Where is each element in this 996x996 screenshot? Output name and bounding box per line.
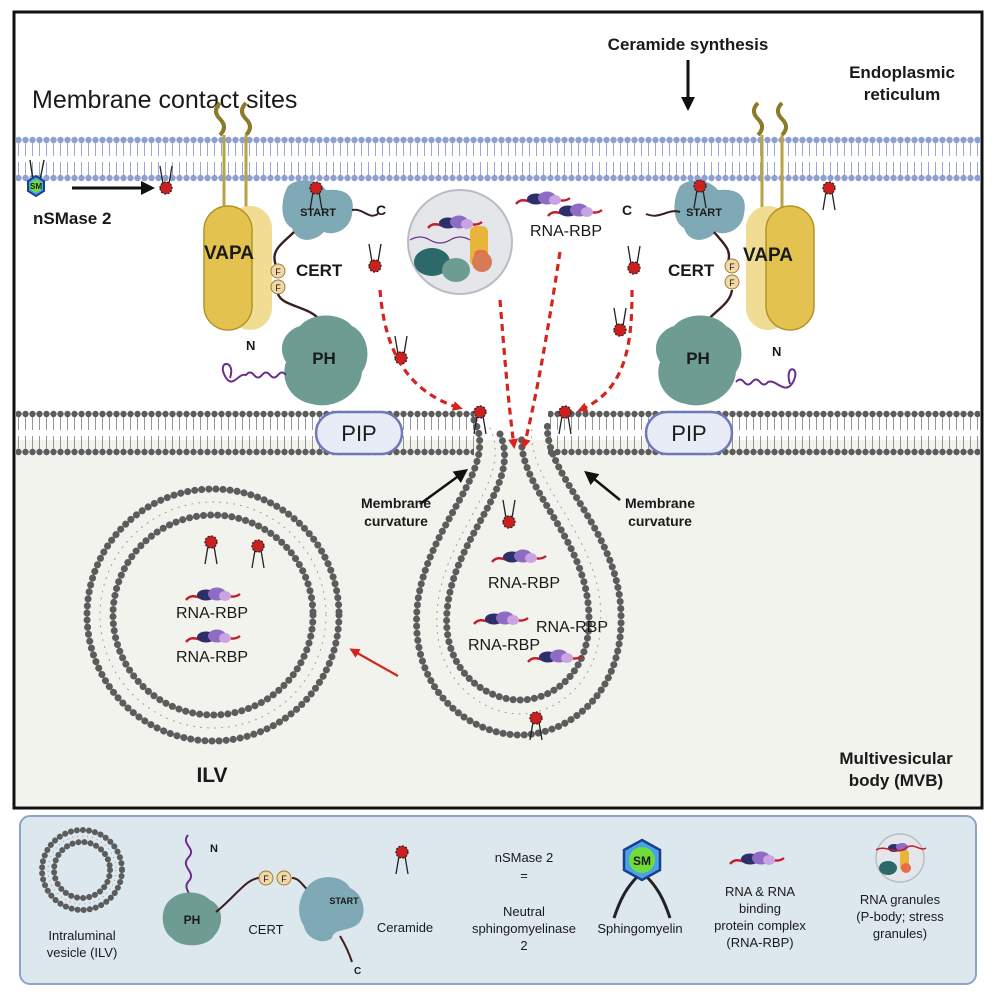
ff-right-1: F <box>729 262 735 272</box>
pip-left-label: PIP <box>341 421 376 446</box>
legend-nsmase-eq: = <box>520 868 528 883</box>
start-domain-right <box>674 180 745 240</box>
bud-rna-rbp-label-1: RNA-RBP <box>488 575 560 592</box>
ph-domain-right <box>655 315 742 406</box>
legend-granule-label-1: RNA granules <box>860 892 941 907</box>
rna-granule <box>407 189 513 295</box>
vapa-left-label: VAPA <box>204 243 254 264</box>
legend-n-label: N <box>210 843 218 855</box>
legend-nsmase-label-4: 2 <box>520 938 527 953</box>
ff-left-2: F <box>275 283 281 293</box>
legend-start-label: START <box>329 896 359 906</box>
start-left-label: START <box>300 207 336 219</box>
bud-rna-rbp-label-3: RNA-RBP <box>468 637 540 654</box>
legend-sphingomyelin-label: Sphingomyelin <box>597 921 682 936</box>
legend-granule-label-3: granules) <box>873 926 927 941</box>
legend-rna-label-4: (RNA-RBP) <box>726 935 793 950</box>
curvature-arrow-left <box>419 469 469 506</box>
n-right-label: N <box>772 344 781 359</box>
curvature-left-label-2: curvature <box>364 513 428 529</box>
panel-title: Membrane contact sites <box>32 86 297 114</box>
mvb-label-1: Multivesicular <box>839 749 953 768</box>
legend-ceramide-label: Ceramide <box>377 920 433 935</box>
sm-label: SM <box>30 182 42 191</box>
curvature-right-label-1: Membrane <box>625 495 695 511</box>
legend-sphingomyelin-icon: SM <box>612 838 672 919</box>
legend-ff-1: F <box>263 874 269 884</box>
pip-right: PIP <box>644 410 734 456</box>
legend-sm-label: SM <box>633 854 651 868</box>
legend-cert-label: CERT <box>248 922 283 937</box>
legend-nsmase-label-2: Neutral <box>503 904 545 919</box>
curvature-right-label-2: curvature <box>628 513 692 529</box>
ilv-release-arrow <box>349 648 399 677</box>
n-left-label: N <box>246 338 255 353</box>
legend-rna-granule-icon <box>875 833 927 883</box>
nsmase-label: nSMase 2 <box>33 209 111 228</box>
left-cert-complex: VAPA START C F F CERT PH N <box>203 101 386 406</box>
right-cert-complex: VAPA START C F F CERT PH N <box>622 101 815 406</box>
vapa-right <box>765 205 815 331</box>
ff-right-2: F <box>729 278 735 288</box>
legend-cert: N PH F F CERT START C <box>162 834 364 977</box>
cert-right-label: CERT <box>668 261 715 280</box>
ilv-rna-rbp-label-2: RNA-RBP <box>176 649 248 666</box>
legend-ilv <box>39 827 125 913</box>
c-left-label: C <box>376 202 386 218</box>
cert-left-label: CERT <box>296 261 343 280</box>
legend-granule-label-2: (P-body; stress <box>856 909 944 924</box>
ilv-vesicle <box>83 485 343 745</box>
legend-nsmase-label-1: nSMase 2 <box>495 850 554 865</box>
rna-rbp-top-label: RNA-RBP <box>530 223 602 240</box>
er-label-2: reticulum <box>864 85 941 104</box>
legend-ilv-label-2: vesicle (ILV) <box>47 945 118 960</box>
vapa-left <box>203 205 253 331</box>
legend-panel <box>19 815 977 985</box>
er-membrane <box>16 134 980 184</box>
mvb-label-2: body (MVB) <box>849 771 943 790</box>
ceramide-synthesis-label: Ceramide synthesis <box>608 35 769 54</box>
c-right-label: C <box>622 202 632 218</box>
curvature-arrow-right <box>584 470 621 501</box>
legend-nsmase-label-3: sphingomyelinase <box>472 921 576 936</box>
budding-vesicle <box>413 416 625 739</box>
start-right-label: START <box>686 207 722 219</box>
legend-rna-label-2: binding <box>739 901 781 916</box>
sphingomyelin-in-er: SM <box>27 159 45 198</box>
legend-rna-label-1: RNA & RNA <box>725 884 795 899</box>
start-domain-left <box>282 180 353 240</box>
vapa-right-label: VAPA <box>743 245 793 266</box>
legend-ff-2: F <box>281 874 287 884</box>
ilv-rna-rbp-label-1: RNA-RBP <box>176 605 248 622</box>
curvature-left-label-1: Membrane <box>361 495 431 511</box>
bud-rna-rbp-label-2: RNA-RBP <box>536 619 608 636</box>
pip-right-label: PIP <box>671 421 706 446</box>
legend-ilv-label-1: Intraluminal <box>48 928 115 943</box>
ceramide-transfer-arrows <box>378 251 634 449</box>
legend-c-label: C <box>354 966 361 977</box>
ff-left-1: F <box>275 267 281 277</box>
ph-left-label: PH <box>312 349 336 368</box>
ilv-label: ILV <box>196 764 227 787</box>
er-label-1: Endoplasmic <box>849 63 955 82</box>
legend-ph-label: PH <box>184 913 201 927</box>
pip-left: PIP <box>314 410 404 456</box>
legend-rna-label-3: protein complex <box>714 918 806 933</box>
ph-right-label: PH <box>686 349 710 368</box>
ph-domain-left <box>281 315 368 406</box>
